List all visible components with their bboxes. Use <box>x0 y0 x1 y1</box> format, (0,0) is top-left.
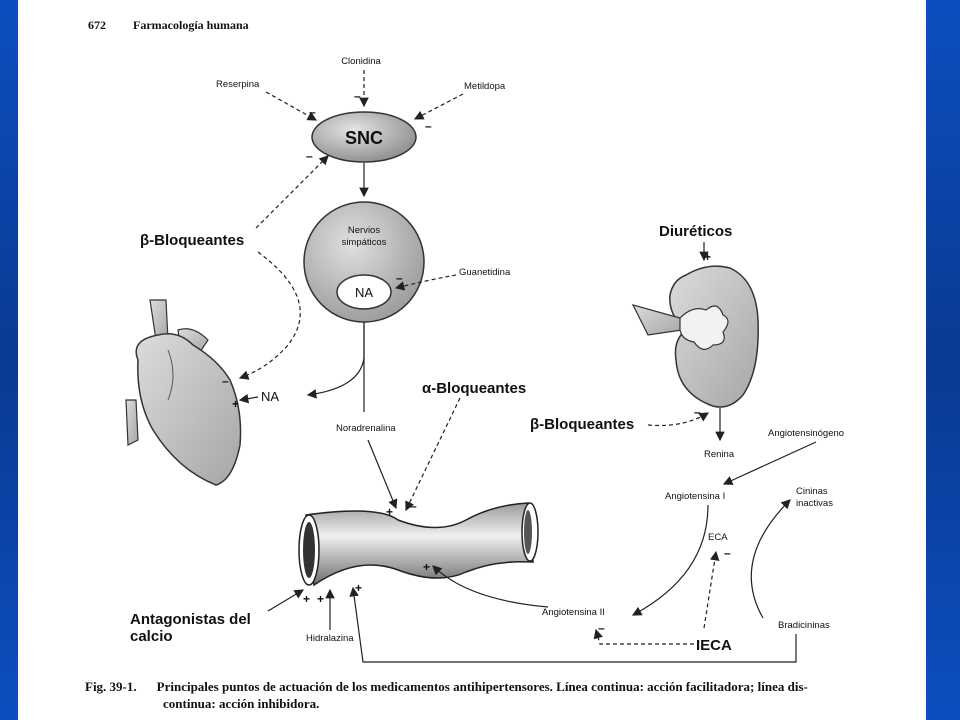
heart-plus: + <box>232 397 239 411</box>
beta-right-to-kidney-arrow <box>647 412 710 427</box>
beta-left-to-snc-arrow <box>255 155 329 229</box>
clonidina-minus: – <box>354 89 361 103</box>
heart-minus: – <box>222 374 229 388</box>
eca-label: ECA <box>708 532 728 543</box>
beta-bloqueantes-right-label: β-Bloqueantes <box>530 416 634 433</box>
beta-left-to-heart-arrow <box>238 251 301 380</box>
figure-caption: Fig. 39-1. Principales puntos de actuació… <box>85 678 945 712</box>
blood-vessel-illustration <box>298 502 539 587</box>
hidralazina-plus: + <box>317 592 324 606</box>
renina-label: Renina <box>704 449 735 460</box>
antihypertensive-diagram: SNC Clonidina – Reserpina – Metildopa – … <box>125 56 844 663</box>
antagonistas-plus: + <box>303 592 310 606</box>
angiotensinogeno-label: Angiotensinógeno <box>768 428 844 439</box>
reserpina-label: Reserpina <box>216 79 260 90</box>
metildopa-arrow <box>413 93 464 120</box>
bradicininas-to-cininas-arrow <box>750 499 791 619</box>
hidralazina-label: Hidralazina <box>306 633 354 644</box>
na-vesicle <box>336 274 392 310</box>
book-title: Farmacología humana <box>133 18 249 32</box>
nervios-label-line1: Nervios <box>348 225 380 236</box>
ieca-label: IECA <box>696 637 732 654</box>
cininas-label-line2: inactivas <box>796 498 833 509</box>
kidney-illustration <box>631 265 759 408</box>
metildopa-minus: – <box>425 119 432 133</box>
ang2-plus: + <box>423 560 430 574</box>
na-heart-label: NA <box>261 389 279 404</box>
metildopa-label: Metildopa <box>464 81 506 92</box>
guanetidina-label: Guanetidina <box>459 267 511 278</box>
alfa-to-vessel-arrow <box>405 397 461 512</box>
antagonistas-label-line1: Antagonistas del <box>130 611 251 628</box>
beta-left-snc-minus: – <box>306 149 313 163</box>
clonidina-label: Clonidina <box>341 56 381 67</box>
nervios-label-line2: simpáticos <box>342 237 387 248</box>
caption-line1: Principales puntos de actuación de los m… <box>156 679 808 694</box>
ang1-to-ang2-arrow <box>631 504 709 616</box>
beta-right-minus: – <box>694 405 701 419</box>
snc-label: SNC <box>345 128 383 148</box>
nerves-to-na-heart-arrow <box>306 322 365 399</box>
cininas-label-line1: Cininas <box>796 486 828 497</box>
alfa-bloqueantes-label: α-Bloqueantes <box>422 380 526 397</box>
na-vesicle-label: NA <box>355 285 373 300</box>
diureticos-plus: + <box>704 250 711 264</box>
page-number: 672 <box>88 18 106 32</box>
noradrenalina-to-vessel-arrow <box>367 439 398 510</box>
na-to-heart-arrow <box>238 393 259 404</box>
angiotensina-2-label: Angiotensina II <box>542 607 605 618</box>
ieca-to-eca-arrow <box>703 550 720 629</box>
diureticos-label: Diuréticos <box>659 223 732 240</box>
bradicininas-label: Bradicininas <box>778 620 830 631</box>
bradicininas-to-vessel-arrow <box>349 586 797 663</box>
figure-number: Fig. 39-1. <box>85 679 137 694</box>
heart-illustration <box>125 299 242 486</box>
noradrenalina-label: Noradrenalina <box>336 423 396 434</box>
eca-minus: – <box>724 546 731 560</box>
ieca-to-ang2-arrow <box>593 628 694 645</box>
background-left-panel <box>0 0 18 720</box>
antagonistas-label-line2: calcio <box>130 628 173 645</box>
ang2-minus: – <box>598 621 605 635</box>
reserpina-arrow <box>265 91 318 121</box>
angiotensinogeno-to-ang1-arrow <box>722 441 817 485</box>
alfa-minus: – <box>410 499 417 513</box>
ang2-to-vessel-arrow <box>432 565 549 608</box>
reserpina-minus: – <box>309 105 316 119</box>
antagonistas-to-vessel-arrow <box>267 589 305 612</box>
noradrenalina-plus: + <box>386 505 393 519</box>
book-page: 672 Farmacología humana SNC Clonidina – <box>18 0 926 720</box>
caption-line2: continua: acción inhibidora. <box>163 696 320 711</box>
background-right-panel <box>926 0 960 720</box>
guanetidina-minus: – <box>396 271 403 285</box>
guanetidina-arrow <box>394 274 457 291</box>
snc-node <box>311 111 417 163</box>
angiotensina-1-label: Angiotensina I <box>665 491 725 502</box>
bradicininas-plus: + <box>355 581 362 595</box>
beta-bloqueantes-left-label: β-Bloqueantes <box>140 232 244 249</box>
